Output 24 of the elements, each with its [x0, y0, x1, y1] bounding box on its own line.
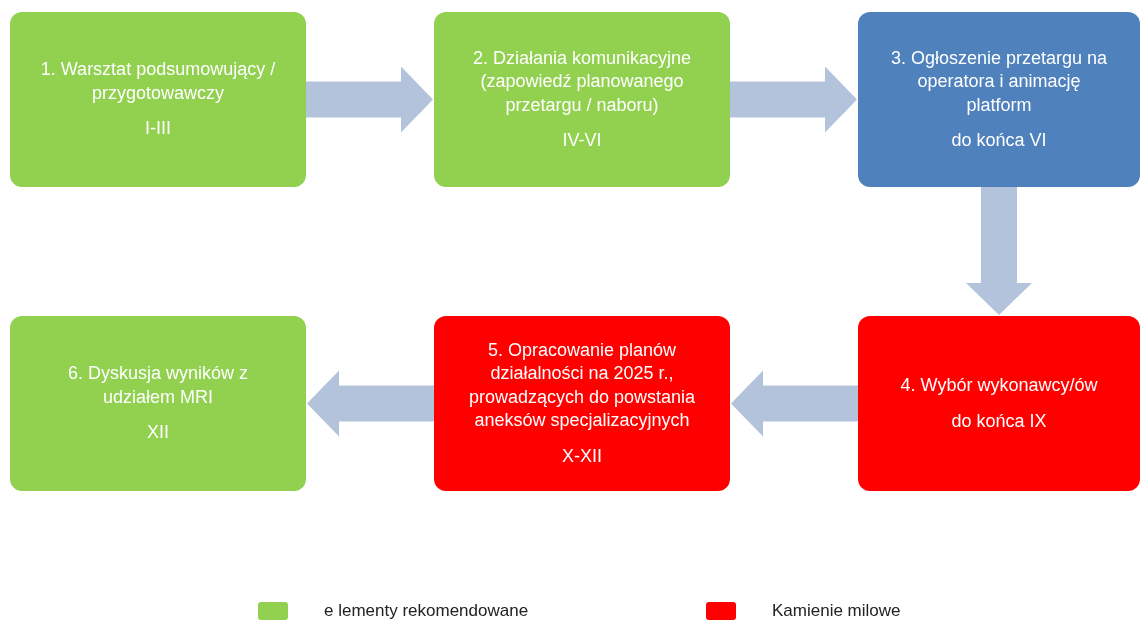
process-box — [10, 316, 306, 491]
step-title: 4. Wybór wykonawcy/ów — [900, 374, 1098, 398]
step-date: XII — [147, 421, 169, 445]
step-title: 3. Ogłoszenie przetargu na operatora i animację platform — [889, 46, 1109, 117]
process-box — [434, 12, 730, 187]
step-title: 5. Opracowanie planów działalności na 2025 r., prowadzących do powstania aneksów specjalizacyjnych — [467, 339, 697, 433]
step-date: X-XII — [562, 444, 602, 468]
step-date: I-III — [145, 117, 171, 141]
block-arrow — [966, 187, 1032, 315]
legend-label: e lementy rekomendowane — [324, 601, 529, 621]
block-arrow — [730, 66, 857, 133]
step-date: do końca IX — [951, 409, 1047, 433]
step-title: 2. Działania komunikacyjne (zapowiedź planowanego przetargu / naboru) — [471, 46, 693, 117]
step-title: 1. Warsztat podsumowujący / przygotowawczy — [39, 58, 277, 105]
process-box — [858, 12, 1140, 187]
process-box — [10, 12, 306, 187]
legend-label: Kamienie milowe — [772, 601, 901, 621]
process-box — [858, 316, 1140, 491]
step-date: do końca VI — [951, 128, 1047, 152]
block-arrow — [731, 370, 858, 437]
step-title: 6. Dyskusja wyników z udziałem MRI — [66, 362, 250, 409]
block-arrow — [306, 66, 433, 133]
process-box — [434, 316, 730, 491]
step-date: IV-VI — [562, 128, 602, 152]
